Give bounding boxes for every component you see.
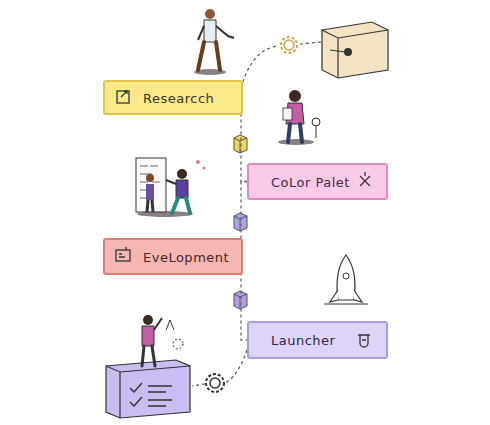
- research-banner: Researcch: [103, 80, 243, 115]
- color-palette-banner: CoLor Palet: [247, 163, 388, 200]
- checklist-box: [106, 315, 190, 418]
- box-illustration: [322, 22, 388, 78]
- banner-label: Researcch: [143, 90, 214, 105]
- development-banner: EveLopment: [103, 238, 243, 275]
- palette-icon: [360, 172, 370, 186]
- rocket-illustration: [324, 255, 368, 304]
- person-figure: [278, 90, 320, 145]
- banner-label: CoLor Palet: [271, 174, 350, 189]
- gear-icon: [206, 374, 224, 392]
- development-icon: [116, 247, 130, 261]
- launch-banner: Launcher: [247, 321, 388, 359]
- dashed-wire: [243, 46, 278, 82]
- research-icon: [117, 91, 129, 103]
- gear-icon: [281, 37, 297, 53]
- banner-label: EveLopment: [143, 249, 229, 264]
- person-figure: [194, 9, 234, 75]
- whiteboard-scene: [136, 158, 206, 217]
- launch-icon: [358, 335, 370, 347]
- timeline-cube: [234, 291, 247, 309]
- dashed-wire: [300, 42, 322, 44]
- dashed-wire: [192, 384, 205, 386]
- banner-label: Launcher: [271, 333, 335, 348]
- dashed-wire: [225, 350, 247, 383]
- timeline-cube: [234, 213, 247, 231]
